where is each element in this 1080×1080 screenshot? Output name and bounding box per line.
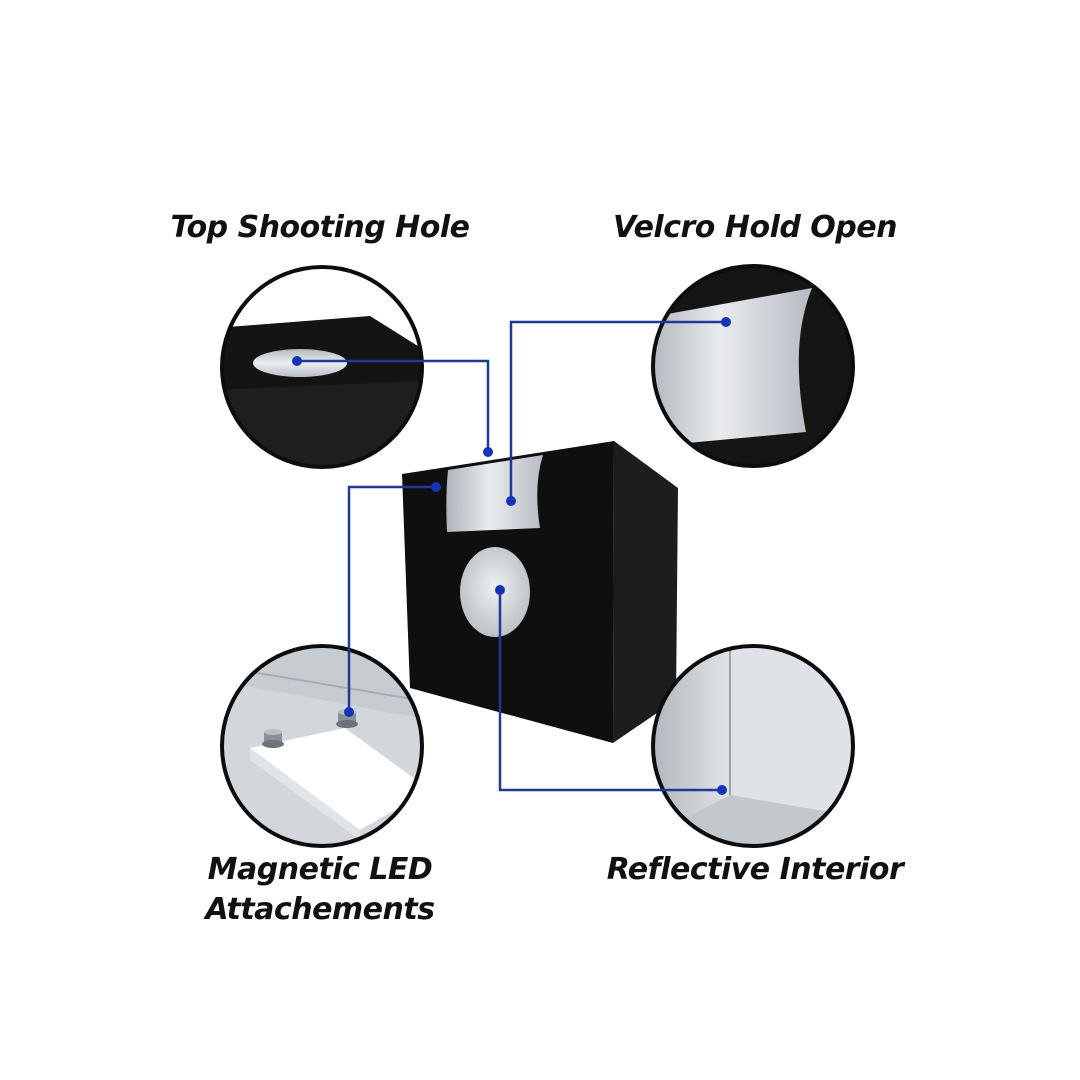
photo-box bbox=[402, 441, 678, 743]
callout-circle-top-shooting-hole bbox=[220, 265, 424, 469]
front-shooting-hole bbox=[460, 547, 530, 637]
callout-circle-velcro-hold-open bbox=[651, 264, 855, 468]
dot-velcro-box bbox=[506, 496, 516, 506]
label-velcro-hold-open: Velcro Hold Open bbox=[613, 210, 897, 245]
box-side-face bbox=[613, 441, 678, 743]
dot-magnetic-box bbox=[431, 482, 441, 492]
callout-circle-reflective-interior bbox=[651, 644, 855, 848]
dot-top-hole-zoom bbox=[292, 356, 302, 366]
label-reflective-interior: Reflective Interior bbox=[606, 852, 904, 887]
line-velcro-hold-open bbox=[509, 320, 726, 501]
label-magnetic-led-line2: Attachements bbox=[205, 892, 435, 927]
label-magnetic-led: Magnetic LED Attachements bbox=[170, 850, 470, 930]
callout-circle-magnetic-led bbox=[220, 644, 424, 848]
velcro-flap bbox=[446, 455, 543, 532]
label-top-shooting-hole: Top Shooting Hole bbox=[170, 210, 470, 245]
label-magnetic-led-line1: Magnetic LED bbox=[207, 852, 433, 887]
dot-reflective-box bbox=[495, 585, 505, 595]
line-reflective-interior bbox=[498, 590, 722, 792]
callout-lines bbox=[297, 320, 726, 792]
line-top-shooting-hole bbox=[297, 359, 490, 452]
dot-top-hole-box bbox=[483, 447, 493, 457]
callout-dots bbox=[292, 317, 731, 795]
dot-velcro-zoom bbox=[721, 317, 731, 327]
dot-reflective-zoom bbox=[717, 785, 727, 795]
magnet-left bbox=[262, 729, 284, 748]
dot-magnetic-zoom bbox=[344, 707, 354, 717]
line-magnetic-led bbox=[347, 485, 436, 712]
